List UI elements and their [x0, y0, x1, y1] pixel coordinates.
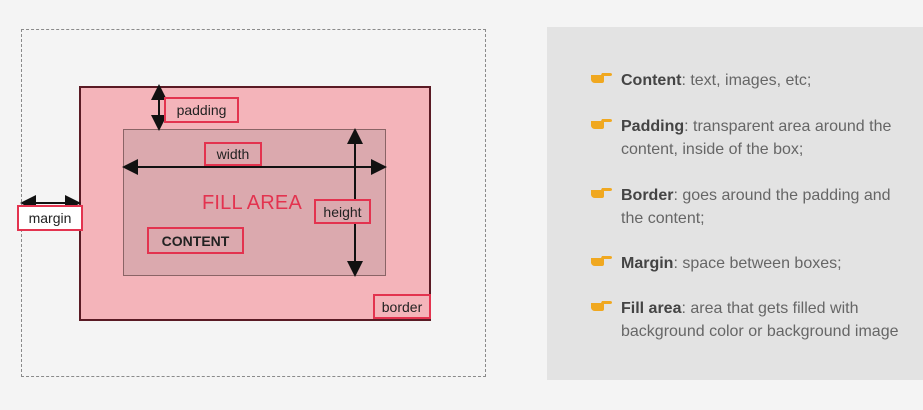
pointing-hand-icon [591, 73, 612, 83]
item-desc-line1: : transparent area around the [684, 118, 892, 135]
pointing-hand-icon [591, 119, 612, 129]
item-desc-line2: background color or background image [621, 323, 899, 340]
item-term: Padding [621, 118, 685, 135]
margin-label: margin [17, 205, 83, 231]
content-label: CONTENT [147, 227, 244, 254]
item-desc-line2: content, inside of the box; [621, 141, 804, 158]
fill-area-label: FILL AREA [202, 192, 302, 214]
width-label: width [204, 142, 262, 166]
pointing-hand-icon [591, 256, 612, 266]
definitions-panel: Content: text, images, etc; Padding: tra… [547, 27, 923, 380]
item-term: Fill area [621, 300, 682, 317]
definitions-list: Content: text, images, etc; Padding: tra… [547, 27, 923, 380]
height-label: height [314, 199, 371, 224]
pointing-hand-icon [591, 301, 612, 311]
item-term: Content [621, 72, 682, 89]
item-desc-line1: : space between boxes; [673, 255, 842, 272]
item-desc-line1: : goes around the padding and [673, 187, 891, 204]
item-desc-line2: the content; [621, 210, 705, 227]
item-term: Border [621, 187, 674, 204]
pointing-hand-icon [591, 188, 612, 198]
item-term: Margin [621, 255, 674, 272]
padding-label: padding [164, 97, 239, 123]
item-desc-line1: : text, images, etc; [681, 72, 812, 89]
border-label: border [373, 294, 431, 319]
item-desc-line1: : area that gets filled with [681, 300, 859, 317]
